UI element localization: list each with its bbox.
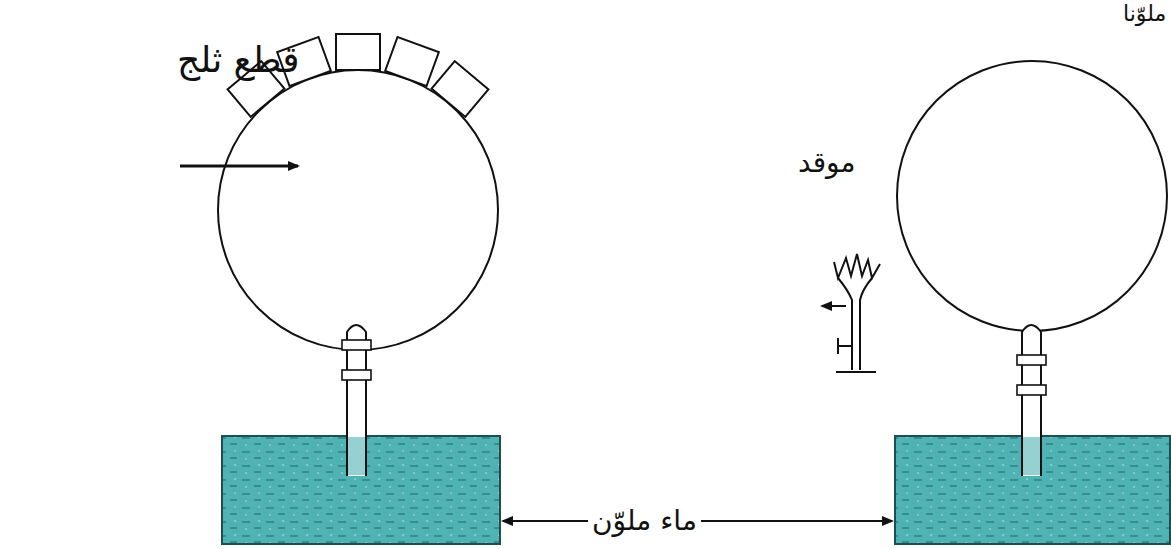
stopper-band [342, 340, 371, 350]
round-flask [897, 61, 1167, 331]
pointer-arrow [180, 165, 298, 168]
glass-tube [1022, 325, 1041, 476]
burner-label: موقد [798, 148, 856, 179]
heat-arrow [822, 305, 846, 307]
burner-symbol [834, 254, 880, 372]
stopper-band [342, 370, 371, 380]
stopper-band [1017, 355, 1046, 365]
leader-arrow [700, 520, 892, 522]
water-in-tube [348, 437, 365, 475]
water-trough [222, 436, 500, 544]
water-in-tube [1023, 437, 1040, 475]
water-label: ماء ملوّن [588, 506, 701, 537]
stopper-band [1017, 385, 1046, 395]
leader-arrow [503, 520, 588, 522]
ice-label: قطع ثلج [177, 40, 300, 80]
top-note: ملوّنا [1123, 2, 1166, 26]
round-flask [218, 70, 498, 350]
water-trough [895, 436, 1170, 544]
